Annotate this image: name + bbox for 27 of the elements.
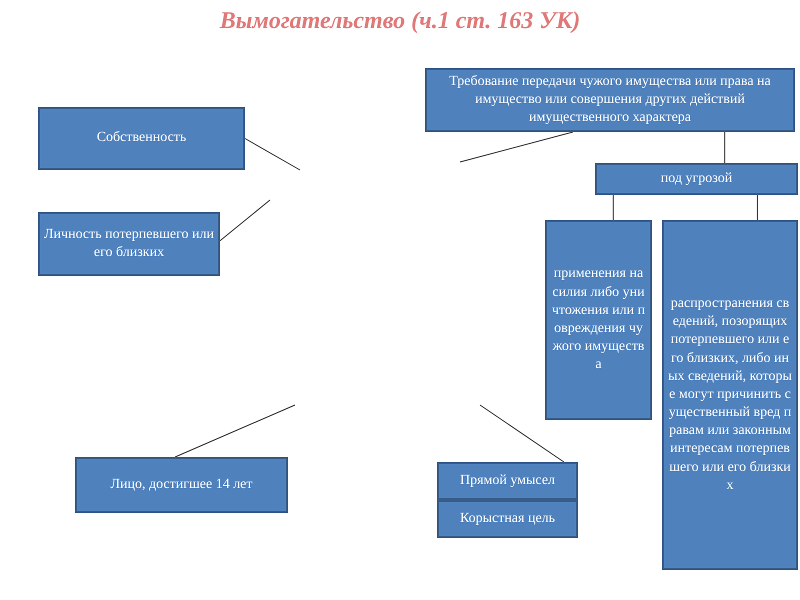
process-box <box>662 220 798 570</box>
box-text: под угрозой <box>660 170 732 188</box>
box-text: применения насилия либо уничтожения или повреждения чужого имущества <box>551 265 646 374</box>
box-text: Собственность <box>96 129 186 148</box>
connector-line <box>460 132 574 162</box>
connector-line <box>220 200 270 242</box>
connector-line <box>724 132 726 164</box>
process-box <box>595 163 798 195</box>
process-box <box>437 500 578 538</box>
title: Вымогательство (ч.1 ст. 163 УК) <box>218 8 582 35</box>
box-text: Лицо, достигшее 14 лет <box>110 476 253 494</box>
connector-line <box>480 404 564 462</box>
box-text: Прямой умысел <box>460 472 556 490</box>
process-box <box>75 457 288 513</box>
process-box <box>425 68 795 132</box>
connector-line <box>612 194 614 220</box>
process-box <box>38 212 220 276</box>
box-text: Личность потерпевшего или его близких <box>44 226 214 262</box>
process-box <box>38 107 245 170</box>
connector-line <box>756 194 758 220</box>
box-text: Корыстная цель <box>460 510 556 528</box>
process-box <box>437 462 578 500</box>
connector-line <box>244 138 300 170</box>
connector-line <box>174 404 296 458</box>
box-text: Требование передачи чужого имущества или права на имущество или совершения других действий имущественного характера <box>448 72 772 128</box>
box-text: распространения сведений, позорящих потерпевшего или его близких, либо иных сведений, которые могут причинить существенный вред правам или законным интересам потерпевшего или его близких <box>668 294 792 495</box>
process-box <box>545 220 652 420</box>
